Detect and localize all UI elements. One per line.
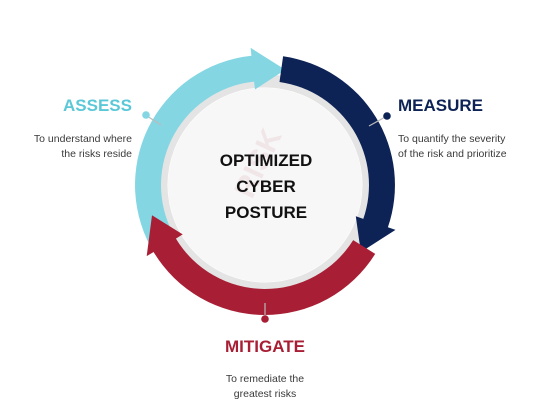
inner-disc [168, 88, 362, 282]
mitigate-title: MITIGATE [225, 337, 305, 356]
mitigate-desc-line-1: To remediate the [226, 373, 304, 385]
assess-desc-line-2: the risks reside [61, 148, 132, 160]
measure-connector [368, 112, 391, 127]
assess-arrow [135, 47, 286, 254]
center-title-line-3: POSTURE [225, 203, 307, 222]
assess-desc-line-1: To understand where [34, 133, 132, 145]
assess-title: ASSESS [63, 96, 132, 115]
measure-arrow [279, 56, 396, 253]
assess-connector [142, 111, 162, 126]
center-title-line-2: CYBER [236, 177, 296, 196]
mitigate-connector [261, 303, 269, 323]
mitigate-arrow [146, 215, 376, 315]
measure-desc-line-2: of the risk and prioritize [398, 148, 507, 160]
mitigate-desc-line-2: greatest risks [234, 388, 296, 400]
measure-title: MEASURE [398, 96, 483, 115]
measure-desc-line-1: To quantify the severity [398, 133, 506, 145]
center-title-line-1: OPTIMIZED [220, 151, 313, 170]
